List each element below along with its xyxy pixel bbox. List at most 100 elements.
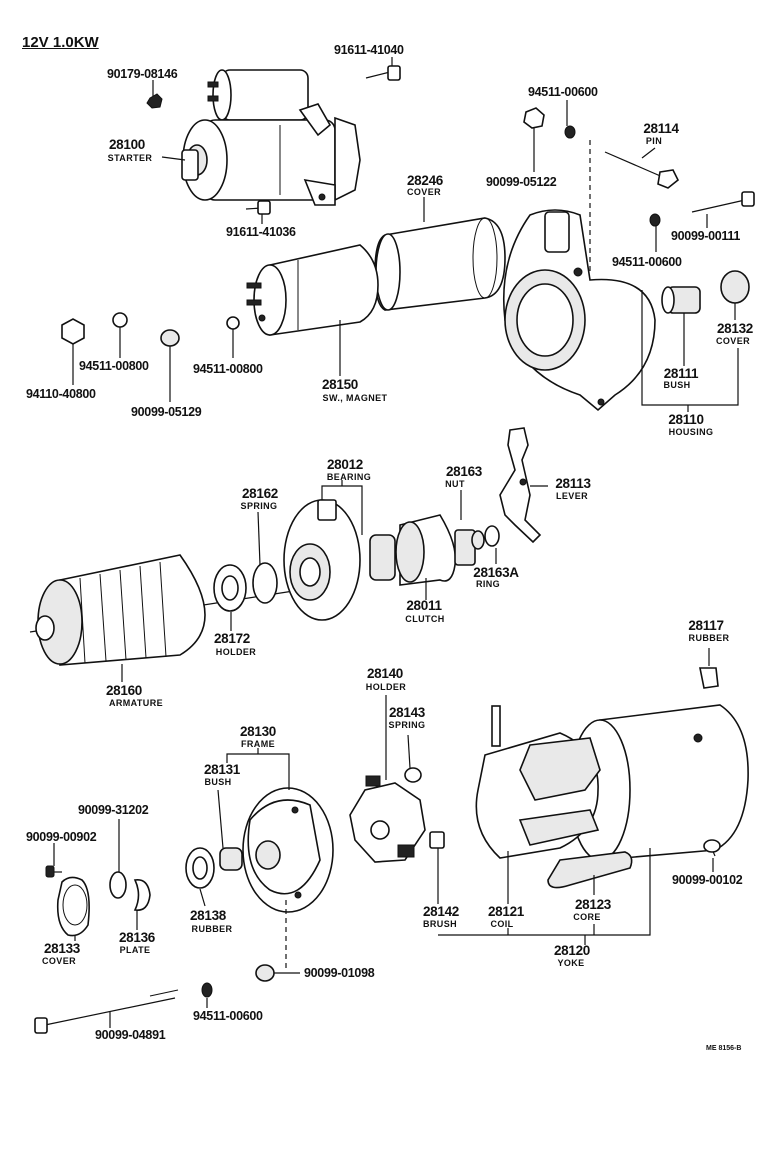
holder-28172-drawing xyxy=(213,564,247,612)
label-28012: 28012 xyxy=(326,457,364,472)
armature-28160-drawing xyxy=(29,554,301,666)
label-90099-05122: 90099-05122 xyxy=(486,175,557,189)
washer-94511-00800-b-shape xyxy=(226,316,240,330)
label-28100: 28100 xyxy=(108,137,146,152)
label-28162-name: SPRING xyxy=(240,501,278,511)
label-28121: 28121 xyxy=(487,904,525,919)
washer-90099-01098-shape xyxy=(255,964,275,982)
spring-28162-shape xyxy=(252,562,278,604)
label-90099-05129: 90099-05129 xyxy=(131,405,202,419)
bolt-91611-41036-shape xyxy=(245,200,271,215)
label-28172-name: HOLDER xyxy=(215,647,257,657)
bolt-90099-00111-shape xyxy=(691,191,755,213)
label-28131-name: BUSH xyxy=(204,777,232,787)
nut-90179-08146-shape xyxy=(146,93,163,109)
label-28136-name: PLATE xyxy=(119,945,151,955)
label-28162: 28162 xyxy=(241,486,279,501)
label-28111-name: BUSH xyxy=(663,380,691,390)
label-28132: 28132 xyxy=(716,321,754,336)
label-28130: 28130 xyxy=(239,724,277,739)
label-28117-name: RUBBER xyxy=(688,633,730,643)
brush-28142-shape xyxy=(429,831,445,849)
nut-90099-05122-shape xyxy=(523,107,545,129)
label-28120-name: YOKE xyxy=(557,958,585,968)
nut-94110-40800-shape xyxy=(61,318,85,345)
cover-28132-shape xyxy=(720,270,750,304)
label-28123-name: CORE xyxy=(573,912,601,922)
lever-28113-drawing xyxy=(499,427,542,544)
label-28113-name: LEVER xyxy=(555,491,589,501)
label-28246-name: COVER xyxy=(406,187,442,197)
label-28133-name: COVER xyxy=(41,956,77,966)
label-94511-00800-b: 94511-00800 xyxy=(193,362,263,376)
label-90099-00111: 90099-00111 xyxy=(671,229,741,243)
label-28142: 28142 xyxy=(422,904,460,919)
label-28163a-name: RING xyxy=(475,579,501,589)
footer-code: ME 8156-B xyxy=(706,1045,742,1052)
label-90099-04891: 90099-04891 xyxy=(95,1028,166,1042)
core-28123-shape xyxy=(547,851,633,889)
label-28136: 28136 xyxy=(118,930,156,945)
housing-28110-drawing xyxy=(502,209,656,412)
washer-90099-05129-shape xyxy=(160,329,180,347)
label-28011-name: CLUTCH xyxy=(405,614,445,624)
plate-28136-shape xyxy=(133,878,151,912)
label-28131: 28131 xyxy=(203,762,241,777)
nut-28163-shape xyxy=(471,530,485,550)
label-28121-name: COIL xyxy=(490,919,514,929)
bearing-28012-drawing xyxy=(283,499,396,621)
screw-90099-00102-shape xyxy=(703,839,721,857)
label-28163: 28163 xyxy=(445,464,483,479)
label-28130-name: FRAME xyxy=(241,739,275,749)
washer-94511-00600-a-shape xyxy=(564,125,576,139)
clutch-28011-drawing xyxy=(395,514,476,586)
rubber-28138-drawing xyxy=(185,847,215,889)
label-94110-40800: 94110-40800 xyxy=(26,387,96,401)
label-28113: 28113 xyxy=(555,476,591,491)
label-90099-00102: 90099-00102 xyxy=(672,873,743,887)
brush-holder-28140-drawing xyxy=(349,775,426,863)
bolt-91611-41040-shape xyxy=(365,65,401,81)
bush-28131-shape xyxy=(219,847,243,871)
ring-28163a-shape xyxy=(484,525,500,547)
cover-28246-drawing xyxy=(374,217,506,311)
bush-28111-drawing xyxy=(661,286,701,314)
label-28132-name: COVER xyxy=(715,336,751,346)
label-91611-41040: 91611-41040 xyxy=(334,43,404,57)
label-90179-08146: 90179-08146 xyxy=(107,67,178,81)
magnet-switch-28150-drawing xyxy=(246,244,379,336)
frame-28130-drawing xyxy=(242,787,334,913)
label-28100-name: STARTER xyxy=(107,153,153,163)
label-28150-name: SW., MAGNET xyxy=(322,393,388,403)
label-90099-31202: 90099-31202 xyxy=(78,803,149,817)
diagram-title: 12V 1.0KW xyxy=(22,34,99,51)
label-90099-00902: 90099-00902 xyxy=(26,830,97,844)
label-91611-41036: 91611-41036 xyxy=(226,225,296,239)
label-94511-00600-b: 94511-00600 xyxy=(612,255,682,269)
spring-28143-shape xyxy=(404,767,422,783)
label-28246: 28246 xyxy=(406,173,444,188)
washer-94511-00600-c-shape xyxy=(201,982,213,998)
label-28133: 28133 xyxy=(43,941,81,956)
rubber-28117-shape xyxy=(699,667,719,689)
label-94511-00600-c: 94511-00600 xyxy=(193,1009,263,1023)
label-28143-name: SPRING xyxy=(388,720,426,730)
label-28142-name: BRUSH xyxy=(422,919,458,929)
label-28163a: 28163A xyxy=(473,565,519,580)
label-28160-name: ARMATURE xyxy=(108,698,164,708)
label-28150: 28150 xyxy=(321,377,359,392)
label-28143: 28143 xyxy=(388,705,426,720)
label-28012-name: BEARING xyxy=(326,472,372,482)
starter-assembly-drawing xyxy=(181,69,361,206)
pin-28114-drawing xyxy=(604,151,680,189)
label-28117: 28117 xyxy=(688,618,724,633)
leader-lines xyxy=(53,57,739,1028)
yoke-28120-drawing xyxy=(475,704,749,861)
label-28114: 28114 xyxy=(643,121,679,136)
label-28140-name: HOLDER xyxy=(365,682,407,692)
washer-90099-31202-shape xyxy=(109,871,127,899)
label-28138-name: RUBBER xyxy=(191,924,233,934)
label-28138: 28138 xyxy=(189,908,227,923)
label-28163-name: NUT xyxy=(445,479,465,489)
